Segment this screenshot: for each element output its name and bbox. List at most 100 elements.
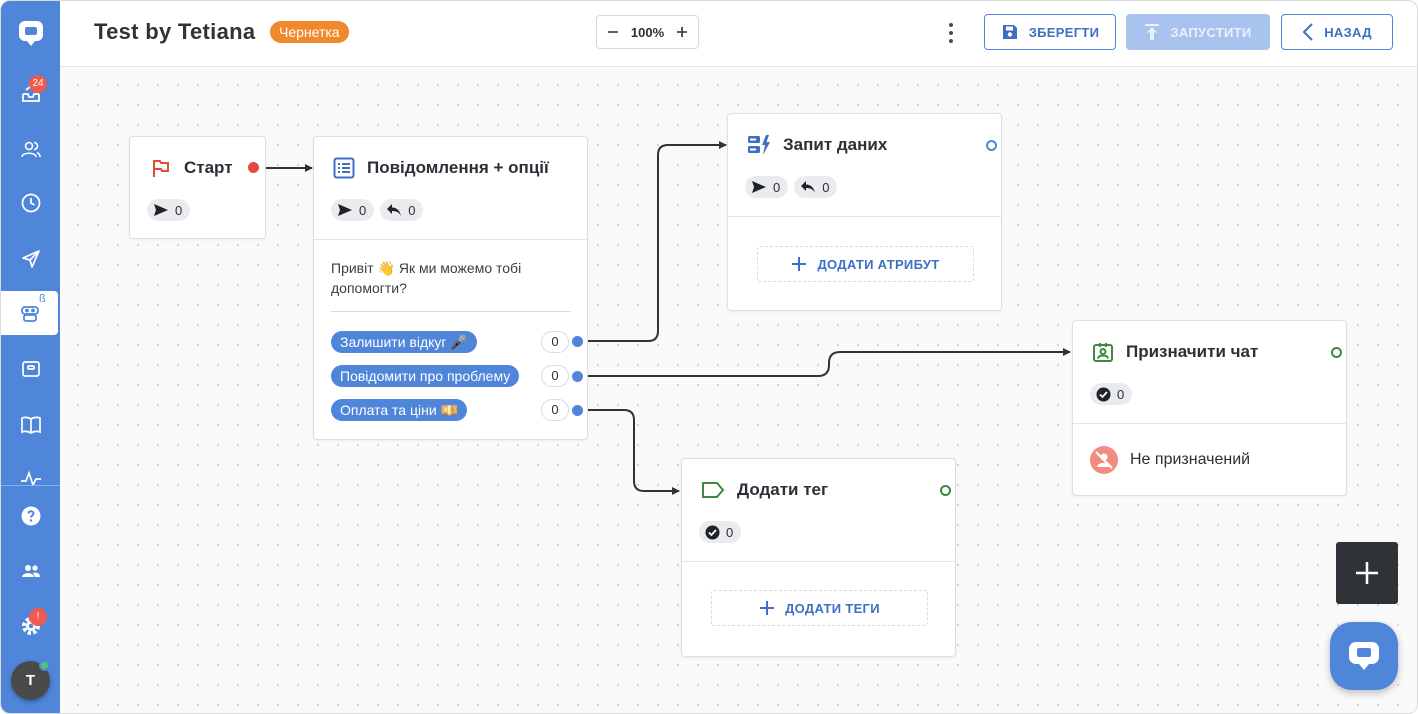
sent-count: 0 xyxy=(773,179,781,195)
sidebar-item-help[interactable] xyxy=(1,494,60,538)
back-button[interactable]: НАЗАД xyxy=(1281,14,1393,50)
start-node-title: Старт xyxy=(184,158,233,177)
done-count-pill: 0 xyxy=(699,521,742,543)
sidebar-item-contacts[interactable] xyxy=(1,127,60,171)
add-tag-node-title: Додати тег xyxy=(737,480,829,499)
option-output-port-feedback[interactable] xyxy=(572,336,583,347)
data-request-node[interactable]: Запит даних 0 0 ДОДАТИ АТРИБУТ xyxy=(727,113,1002,311)
add-tag-node[interactable]: Додати тег 0 ДОДАТИ ТЕГИ xyxy=(681,458,956,657)
send-arrow-icon xyxy=(338,204,352,216)
history-icon xyxy=(21,193,40,213)
reply-arrow-icon xyxy=(801,181,816,193)
header: Test by Tetiana Чернетка 100% ЗБЕРЕГТИ З… xyxy=(60,1,1417,67)
option-button-report-problem[interactable]: Повідомити про проблему xyxy=(331,365,520,387)
inbox-count-badge: 24 xyxy=(29,75,47,93)
sidebar-item-inbox[interactable]: 24 xyxy=(1,71,60,115)
assign-chat-output-port[interactable] xyxy=(1331,347,1342,358)
sent-count: 0 xyxy=(175,202,183,218)
list-message-icon xyxy=(333,157,355,179)
widget-icon xyxy=(21,361,40,377)
reply-count: 0 xyxy=(822,179,830,195)
data-request-node-title: Запит даних xyxy=(783,135,888,154)
option-count: 0 xyxy=(541,331,569,353)
add-node-button[interactable] xyxy=(1336,542,1398,604)
sidebar-item-home[interactable] xyxy=(1,11,60,55)
run-button-label: ЗАПУСТИТИ xyxy=(1170,24,1252,40)
send-arrow-icon xyxy=(154,204,168,216)
chevron-left-icon xyxy=(1302,23,1313,41)
message-node-header: Повідомлення + опції xyxy=(333,157,549,179)
book-icon xyxy=(20,416,41,435)
sidebar-item-widget[interactable] xyxy=(1,347,60,391)
done-count: 0 xyxy=(726,524,734,540)
assign-badge-icon xyxy=(1093,343,1113,362)
chat-bubble-icon xyxy=(1349,642,1379,670)
assign-chat-node-divider xyxy=(1073,423,1346,424)
contacts-icon xyxy=(20,141,41,158)
start-node-output-port[interactable] xyxy=(248,162,259,173)
save-button-label: ЗБЕРЕГТИ xyxy=(1028,24,1100,40)
zoom-out-button[interactable] xyxy=(605,24,621,40)
connection-pricing-to-add-tag xyxy=(584,409,680,495)
connection-problem-to-assign-chat xyxy=(584,348,1071,377)
sidebar-item-knowledge-base[interactable] xyxy=(1,403,60,447)
reply-count: 0 xyxy=(408,202,416,218)
online-status-dot xyxy=(39,660,50,671)
message-node[interactable]: Повідомлення + опції 0 0 Привіт 👋 Як ми … xyxy=(313,136,588,440)
send-icon xyxy=(21,250,40,268)
sent-count: 0 xyxy=(359,202,367,218)
data-request-node-header: Запит даних xyxy=(747,134,887,156)
zoom-control: 100% xyxy=(596,15,699,49)
tag-icon xyxy=(702,482,725,498)
add-attribute-button[interactable]: ДОДАТИ АТРИБУТ xyxy=(757,246,974,282)
add-tag-output-port[interactable] xyxy=(940,485,951,496)
message-text-divider xyxy=(331,311,571,312)
sidebar-item-history[interactable] xyxy=(1,181,60,225)
add-attribute-label: ДОДАТИ АТРИБУТ xyxy=(817,256,940,272)
option-output-port-report-problem[interactable] xyxy=(572,371,583,382)
add-tags-label: ДОДАТИ ТЕГИ xyxy=(785,600,880,616)
option-button-pricing[interactable]: Оплата та ціни 💴 xyxy=(331,399,467,421)
message-text: Привіт 👋 Як ми можемо тобі допомогти? xyxy=(331,260,522,296)
sent-count-pill: 0 xyxy=(331,199,375,221)
connection-feedback-to-data-request xyxy=(584,141,727,342)
floppy-disk-icon xyxy=(1002,25,1017,39)
sidebar-item-bots[interactable]: ß xyxy=(1,291,58,335)
assignee-row[interactable]: Не призначений xyxy=(1090,446,1250,474)
reply-count-pill: 0 xyxy=(380,199,424,221)
sent-count-pill: 0 xyxy=(745,176,789,198)
option-count: 0 xyxy=(541,399,569,421)
unassigned-user-icon xyxy=(1090,446,1118,474)
reply-count-pill: 0 xyxy=(794,176,838,198)
run-button[interactable]: ЗАПУСТИТИ xyxy=(1126,14,1270,50)
support-chat-button[interactable] xyxy=(1330,622,1398,690)
sent-count-pill: 0 xyxy=(147,199,191,221)
data-request-output-port[interactable] xyxy=(986,140,997,151)
plus-icon xyxy=(760,601,775,615)
start-node[interactable]: Старт 0 xyxy=(129,136,266,239)
zoom-value: 100% xyxy=(630,24,665,40)
status-badge: Чернетка xyxy=(270,21,349,43)
sidebar-divider xyxy=(1,485,60,486)
page-title: Test by Tetiana xyxy=(94,19,256,44)
sidebar-item-analytics[interactable] xyxy=(1,459,60,485)
sidebar-item-broadcast[interactable] xyxy=(1,237,60,281)
option-button-feedback[interactable]: Залишити відкуг 🎤 xyxy=(331,331,477,353)
done-count-pill: 0 xyxy=(1090,383,1133,405)
option-output-port-pricing[interactable] xyxy=(572,405,583,416)
save-button[interactable]: ЗБЕРЕГТИ xyxy=(984,14,1116,50)
more-menu-button[interactable] xyxy=(944,21,958,45)
data-request-node-stats: 0 0 xyxy=(745,176,838,198)
check-circle-icon xyxy=(705,525,720,539)
sidebar-item-team[interactable] xyxy=(1,549,60,593)
sidebar-item-settings[interactable]: ! xyxy=(1,604,60,648)
flow-canvas[interactable]: Старт 0 Повідомлення + опції 0 xyxy=(60,67,1417,713)
back-button-label: НАЗАД xyxy=(1324,24,1372,40)
option-count: 0 xyxy=(541,365,569,387)
add-tags-button[interactable]: ДОДАТИ ТЕГИ xyxy=(711,590,928,626)
start-node-header: Старт xyxy=(150,157,233,179)
assign-chat-node[interactable]: Призначити чат 0 Не призначений xyxy=(1072,320,1347,496)
message-node-title: Повідомлення + опції xyxy=(367,158,549,177)
zoom-in-button[interactable] xyxy=(674,24,690,40)
